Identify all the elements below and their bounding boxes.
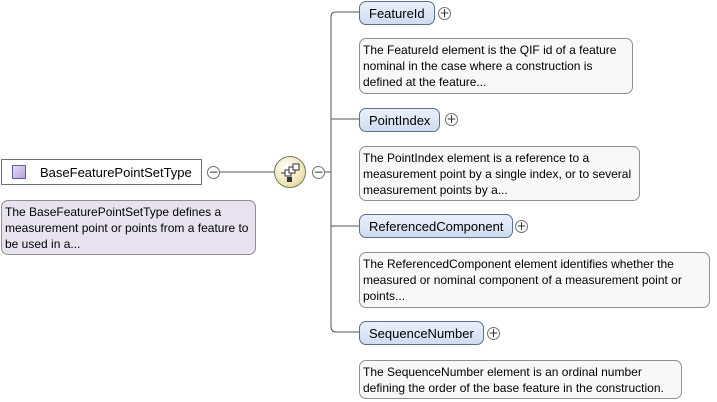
element-referencedcomponent[interactable]: ReferencedComponent — [359, 214, 514, 238]
root-collapse-toggle[interactable]: − — [207, 165, 220, 179]
complex-type-icon — [12, 165, 26, 179]
sequencenumber-description: The SequenceNumber element is an ordinal… — [359, 360, 682, 399]
featureid-expand-toggle[interactable]: + — [438, 6, 451, 20]
referencedcomponent-description: The ReferencedComponent element identifi… — [359, 252, 710, 308]
root-type-box[interactable]: BaseFeaturePointSetType — [1, 159, 202, 185]
referencedcomponent-expand-toggle[interactable]: + — [515, 219, 528, 233]
root-description: The BaseFeaturePointSetType defines a me… — [1, 200, 256, 255]
root-type-label: BaseFeaturePointSetType — [40, 164, 192, 180]
featureid-description: The FeatureId element is the QIF id of a… — [359, 38, 633, 94]
element-sequencenumber[interactable]: SequenceNumber — [359, 321, 484, 345]
element-featureid[interactable]: FeatureId — [359, 1, 435, 25]
sequence-collapse-toggle[interactable]: − — [312, 165, 325, 179]
pointindex-expand-toggle[interactable]: + — [445, 112, 458, 126]
pointindex-description: The PointIndex element is a reference to… — [359, 146, 640, 201]
element-pointindex[interactable]: PointIndex — [359, 108, 441, 132]
sequencenumber-expand-toggle[interactable]: + — [487, 326, 500, 340]
sequence-compositor-icon[interactable] — [274, 156, 306, 188]
